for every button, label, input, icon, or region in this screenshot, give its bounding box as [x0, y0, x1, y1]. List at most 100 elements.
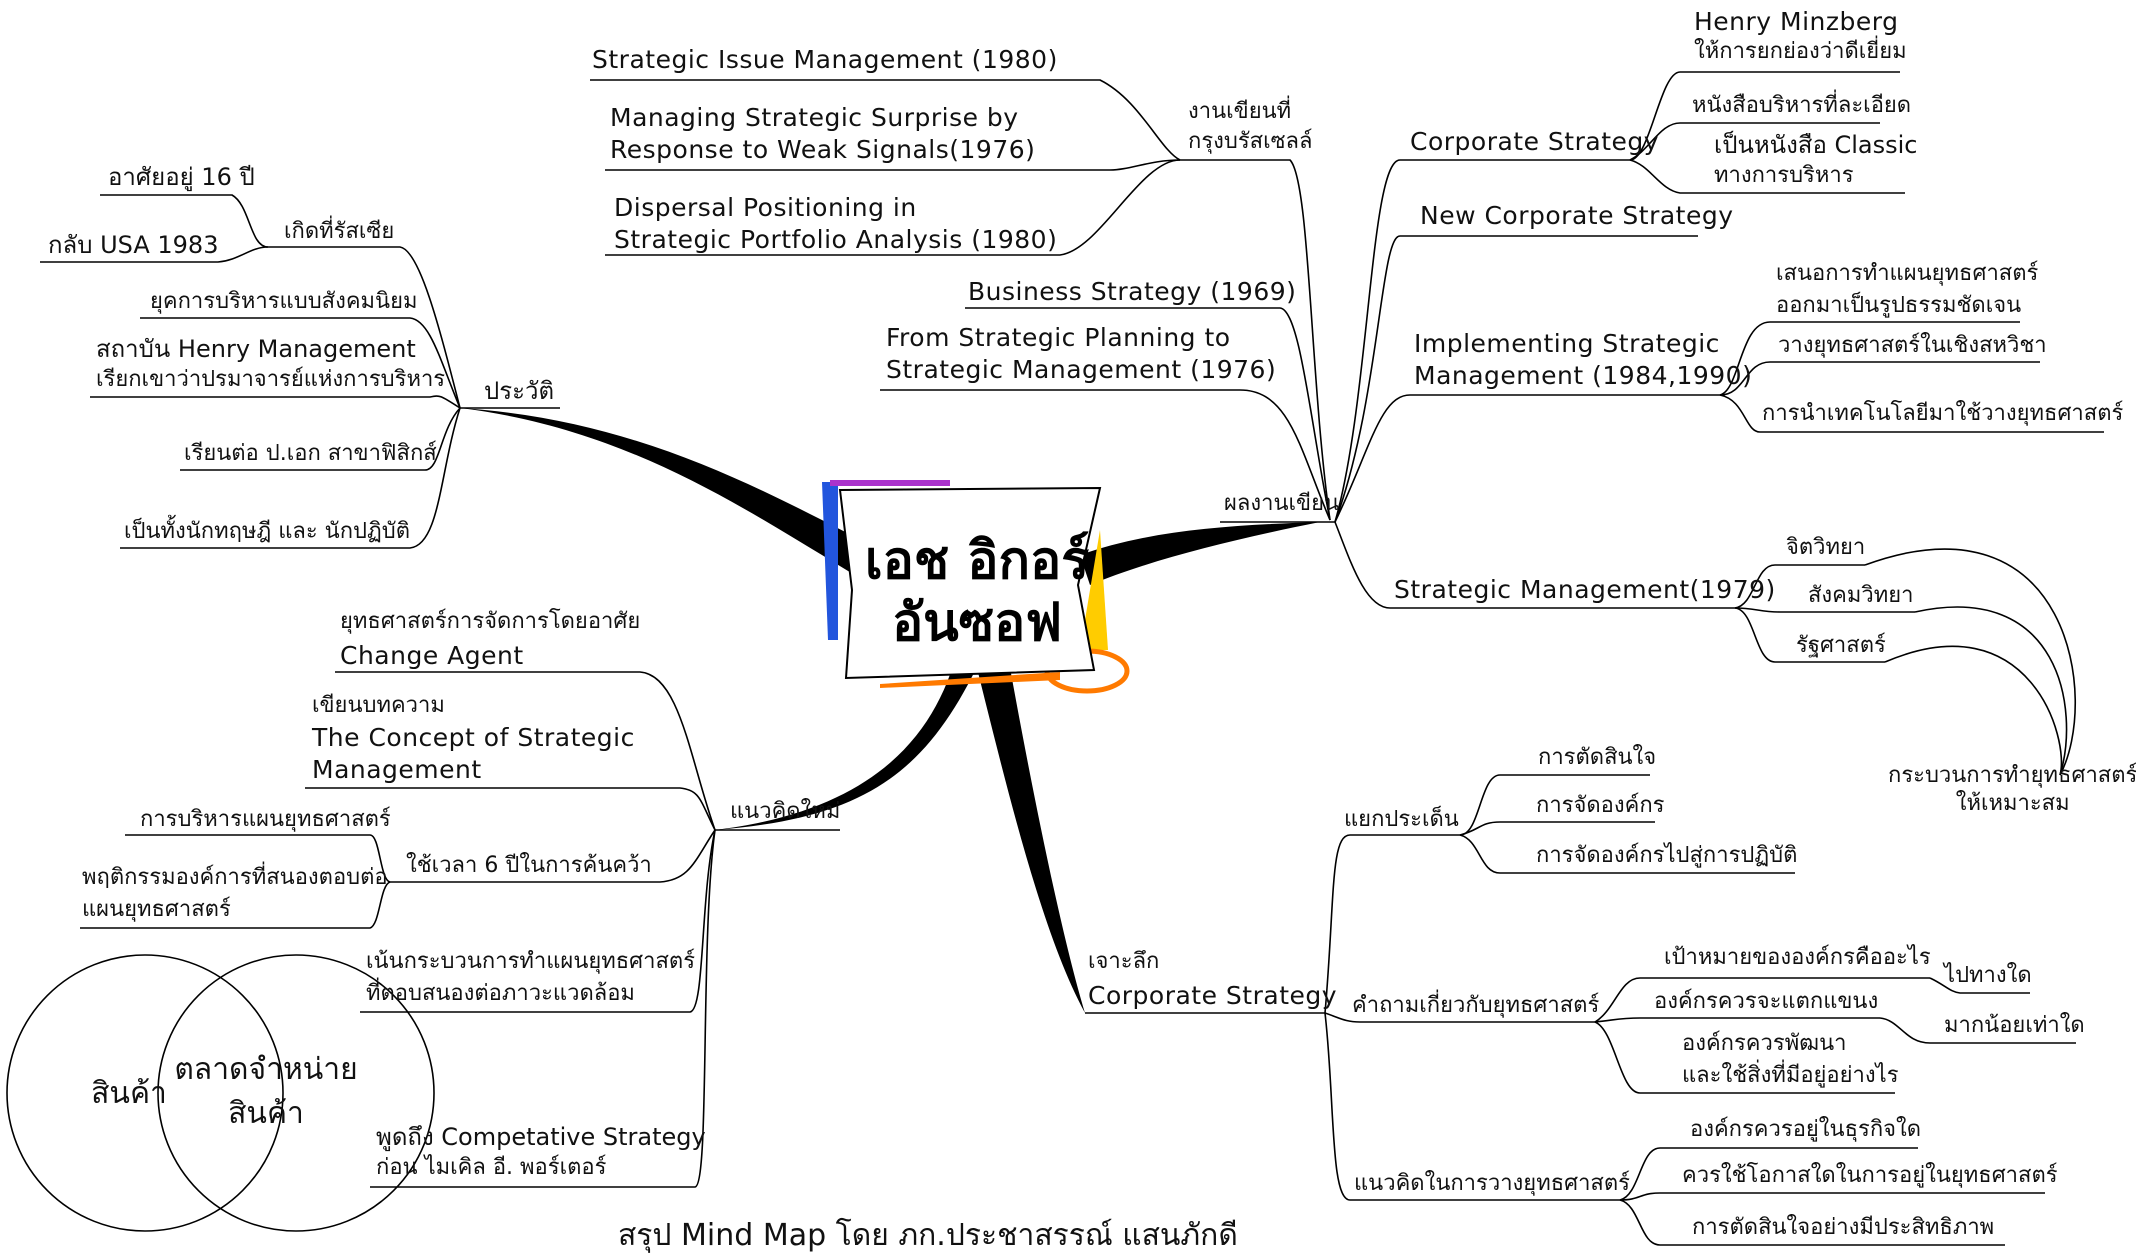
- works-process-2: ให้เหมาะสม: [1955, 790, 2070, 816]
- newidea-ca-2: Change Agent: [340, 641, 524, 670]
- newidea-root: แนวคิดใหม่: [730, 799, 841, 824]
- link-ism-a: [1719, 321, 2020, 396]
- works-hm-1: Henry Minzberg: [1694, 7, 1899, 36]
- newidea-env-2: ที่ตอบสนองต่อภาวะแวดล้อม: [366, 981, 635, 1006]
- circle-market-label: ตลาดจำหน่าย สินค้า: [166, 1048, 366, 1135]
- link-dp: [605, 159, 1181, 256]
- link-howmuch: [1879, 1017, 2076, 1044]
- newidea-ca-1: ยุทธศาสตร์การจัดการโดยอาศัย: [340, 609, 641, 634]
- deep-dev-2: และใช้สิ่งที่มีอยู่อย่างไร: [1682, 1063, 1899, 1088]
- brussels-sim: Strategic Issue Management (1980): [592, 45, 1058, 74]
- link-eff: [1619, 1199, 2005, 1246]
- brussels-mss-1: Managing Strategic Surprise by: [610, 103, 1019, 132]
- link-biz: [1619, 1147, 1918, 1201]
- link-usa: [40, 246, 269, 263]
- newidea-art-3: Management: [312, 755, 482, 784]
- newidea-sixyr: ใช้เวลา 6 ปีในการค้นคว้า: [406, 853, 652, 878]
- link-ncs: [1334, 235, 1698, 523]
- history-usa: กลับ USA 1983: [48, 231, 219, 259]
- deco-blue: [822, 482, 838, 640]
- circle-product-label: สินค้า: [91, 1076, 167, 1111]
- link-pol: [1734, 607, 1885, 663]
- works-root: ผลงานเขียน: [1224, 491, 1339, 516]
- deep-root-1: เจาะลึก: [1088, 949, 1160, 974]
- deep-goal: เป้าหมายขององค์กรคืออะไร: [1664, 945, 1931, 970]
- newidea-plan: การบริหารแผนยุทธศาสตร์: [140, 807, 391, 832]
- works-ism-2: Management (1984,1990): [1414, 361, 1753, 390]
- brussels-root-2: กรุงบรัสเซลล์: [1188, 129, 1313, 154]
- link-org: [1459, 821, 1655, 836]
- deep-split: แยกประเด็น: [1344, 807, 1459, 832]
- deep-where: ไปทางใด: [1944, 963, 2032, 988]
- link-ca: [335, 671, 716, 831]
- brussels-dp-1: Dispersal Positioning in: [614, 193, 917, 222]
- works-process-1: กระบวนการทำยุทธศาสตร์: [1888, 763, 2136, 788]
- deep-q: คำถามเกี่ยวกับยุทธศาสตร์: [1352, 993, 1600, 1018]
- branch-works: [1080, 522, 1320, 585]
- link-where: [1929, 977, 2030, 994]
- works-ism-b: วางยุทธศาสตร์ในเชิงสหวิชา: [1778, 333, 2047, 358]
- link-q: [1324, 1012, 1595, 1023]
- works-ism-a-2: ออกมาเป็นรูปธรรมชัดเจน: [1776, 293, 2022, 318]
- history-phd: เรียนต่อ ป.เอก สาขาฟิสิกส์: [184, 441, 437, 466]
- link-both: [120, 407, 461, 549]
- link-art: [305, 787, 716, 831]
- link-concept: [1324, 1012, 1620, 1201]
- link-plan: [125, 834, 391, 883]
- circle-market-label-1: ตลาดจำหน่าย: [174, 1052, 358, 1087]
- works-bs: Business Strategy (1969): [968, 277, 1297, 306]
- link-mss: [605, 159, 1181, 171]
- deco-yellow: [1080, 530, 1108, 650]
- link-goal: [1594, 977, 1930, 1023]
- works-sm: Strategic Management(1979): [1394, 575, 1776, 604]
- link-impl: [1459, 834, 1795, 874]
- deep-root-2: Corporate Strategy: [1088, 981, 1338, 1010]
- arc-pol: [1884, 645, 2063, 776]
- brussels-root-1: งานเขียนที่: [1188, 99, 1292, 124]
- newidea-art-1: เขียนบทความ: [312, 693, 445, 718]
- history-both: เป็นทั้งนักทฤษฎี และ นักปฏิบัติ: [124, 519, 411, 544]
- link-branch: [1594, 1017, 1880, 1023]
- history-inst-1: สถาบัน Henry Management: [96, 335, 416, 363]
- link-soc: [1734, 607, 1915, 613]
- deep-eff: การตัดสินใจอย่างมีประสิทธิภาพ: [1692, 1215, 1995, 1240]
- works-fsp-2: Strategic Management (1976): [886, 355, 1277, 384]
- works-ncs: New Corporate Strategy: [1420, 201, 1734, 230]
- link-sm: [1334, 521, 1735, 609]
- link-ism-b: [1719, 361, 2040, 396]
- link-env: [360, 829, 716, 1013]
- arc-psy: [1864, 548, 2076, 776]
- circle-product: [6, 954, 284, 1232]
- deep-branch: องค์กรควรจะแตกแขนง: [1654, 989, 1879, 1014]
- works-ism-1: Implementing Strategic: [1414, 329, 1720, 358]
- history-root: ประวัติ: [484, 377, 555, 405]
- works-cs: Corporate Strategy: [1410, 127, 1660, 156]
- works-ism-c: การนำเทคโนโลยีมาใช้วางยุทธศาสตร์: [1762, 401, 2124, 426]
- history-born: เกิดที่รัสเซีย: [284, 219, 395, 244]
- works-soc: สังคมวิทยา: [1808, 583, 1914, 608]
- link-psy: [1734, 564, 1865, 609]
- link-ism-c: [1719, 394, 2104, 433]
- link-era: [140, 317, 461, 409]
- link-ism: [1334, 394, 1720, 523]
- link-bs: [965, 307, 1331, 521]
- link-beh: [80, 881, 391, 929]
- works-detail: หนังสือบริหารที่ละเอียด: [1692, 93, 1912, 118]
- link-cs: [1334, 159, 1630, 523]
- brussels-mss-2: Response to Weak Signals(1976): [610, 135, 1036, 164]
- link-comp: [370, 829, 716, 1188]
- footer-credit: สรุป Mind Map โดย ภก.ประชาสรรณ์ แสนภักดี: [618, 1218, 1238, 1253]
- center-line-2: อันซอฟ: [891, 593, 1063, 654]
- deep-impl: การจัดองค์กรไปสู่การปฏิบัติ: [1536, 843, 1798, 868]
- works-classic-1: เป็นหนังสือ Classic: [1714, 131, 1918, 159]
- brussels-dp-2: Strategic Portfolio Analysis (1980): [614, 225, 1058, 254]
- deco-purple: [830, 480, 950, 486]
- history-lived: อาศัยอยู่ 16 ปี: [108, 163, 255, 191]
- deep-howmuch: มากน้อยเท่าใด: [1944, 1013, 2085, 1038]
- link-sixyr: [390, 829, 716, 883]
- link-born: [100, 194, 461, 409]
- link-detail: [1629, 122, 1880, 161]
- works-hm-2: ให้การยกย่องว่าดีเยี่ยม: [1694, 39, 1907, 64]
- link-brussels: [590, 79, 1331, 521]
- deco-orange: [880, 672, 1060, 688]
